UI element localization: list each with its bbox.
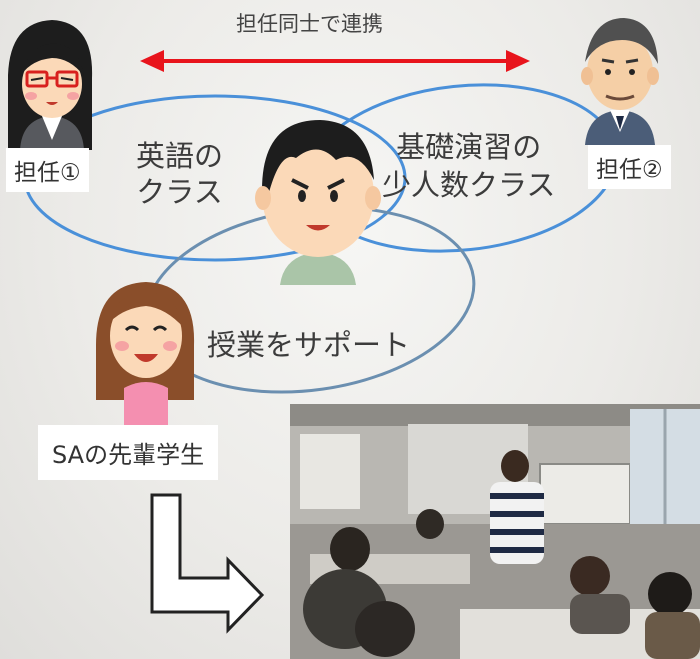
classroom-photo: [290, 404, 700, 659]
class-support-label: 授業をサポート: [207, 328, 411, 362]
english-class-label: 英語の クラス: [136, 138, 223, 210]
teacher1-avatar: [8, 20, 93, 150]
teacher2-avatar: [581, 18, 659, 145]
english-class-line2: クラス: [136, 175, 223, 209]
teacher1-label: 担任①: [6, 148, 89, 192]
student-avatar: [255, 120, 381, 285]
double-arrow-icon: [140, 50, 530, 72]
coordination-label: 担任同士で連携: [236, 12, 383, 36]
english-class-line1: 英語の: [136, 139, 224, 173]
basic-seminar-line1: 基礎演習の: [396, 130, 542, 164]
sa-student-label: SAの先輩学生: [38, 425, 219, 480]
basic-seminar-label: 基礎演習の 少人数クラス: [382, 128, 555, 204]
teacher2-label: 担任②: [588, 145, 671, 189]
sa-student-avatar: [96, 282, 195, 428]
basic-seminar-line2: 少人数クラス: [382, 168, 556, 202]
classroom-photo-drawing: [290, 404, 700, 659]
down-right-arrow-icon: [150, 493, 265, 634]
